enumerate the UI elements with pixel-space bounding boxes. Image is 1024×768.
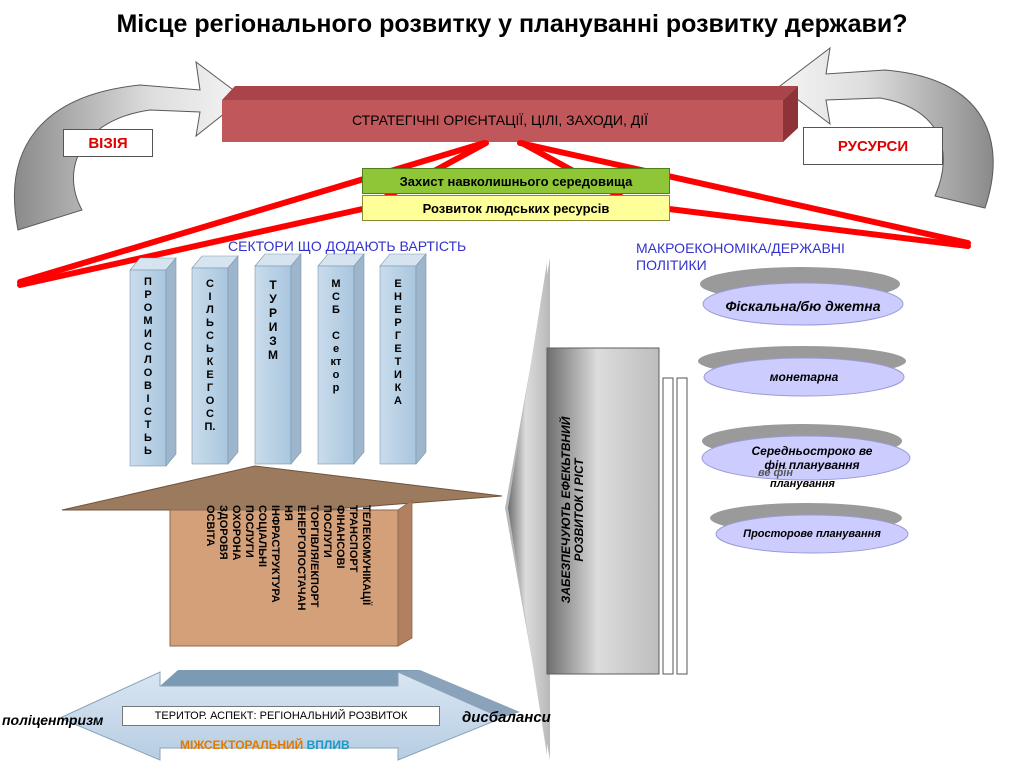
- column-agriculture-label: С І Л Ь С Ь К Е Г О С П.: [204, 278, 216, 433]
- environment-protection-box: Захист навколишнього середовища: [362, 168, 670, 194]
- infra-item: ОХОРОНА: [230, 505, 242, 561]
- fiscal-policy-label: Фіскальна/бю джетна: [725, 297, 881, 314]
- column-energy-label: Е Н Е Р Г Е Т И К А: [394, 278, 402, 407]
- infrastructure-list: ТЕЛЕКОМУНІКАЦІЇ ТРАНСПОРТ ФІНАНСОВІ ПОСЛ…: [172, 505, 372, 635]
- strategic-orientations-label: СТРАТЕГІЧНІ ОРІЄНТАЦІЇ, ЦІЛІ, ЗАХОДИ, ДІ…: [352, 112, 648, 128]
- infra-item: ПОСЛУГИ: [321, 505, 333, 558]
- infra-item: ФІНАНСОВІ: [334, 505, 346, 569]
- column-energy: [379, 253, 427, 465]
- infra-item: НЯ: [282, 505, 294, 521]
- infrastructure-house: [61, 465, 503, 647]
- imbalances-label: дисбаланси: [462, 709, 551, 726]
- big-left-arrow: [505, 258, 660, 760]
- page-title: Місце регіонального розвитку у плануванн…: [116, 10, 908, 38]
- infra-item: ЕНЕРГОПОСТАЧАН: [295, 505, 307, 611]
- medium-term-ghost-text: ве фін: [758, 467, 793, 479]
- polycentrism-label: поліцентризм: [2, 712, 104, 728]
- column-industry-label: П Р О М И С Л О В І С Т Ь Ь: [143, 276, 153, 457]
- left-curved-arrow: [14, 60, 245, 231]
- infra-item: СОЦІАЛЬНІ: [256, 505, 268, 568]
- policy-ellipses: [698, 267, 911, 554]
- infra-item: ТОРГІВЛЯ/ЕКПОРТ: [308, 505, 320, 608]
- column-industry: [129, 257, 177, 467]
- territorial-aspect-label: ТЕРИТОР. АСПЕКТ: РЕГІОНАЛЬНИЙ РОЗВИТОК: [122, 706, 440, 726]
- infra-item: ІНФРАСТРУКТУРА: [269, 505, 281, 603]
- sectors-title: СЕКТОРИ ЩО ДОДАЮТЬ ВАРТІСТЬ: [228, 238, 467, 254]
- infra-item: ОСВІТА: [204, 505, 216, 547]
- infra-item: ЗДОРОВЯ: [217, 505, 229, 560]
- thin-bar-1: [662, 377, 674, 675]
- sector-columns: [129, 253, 427, 467]
- column-sme: [317, 253, 365, 465]
- column-agriculture: [191, 255, 239, 465]
- medium-term-sub-label: планування: [770, 478, 835, 490]
- intersectoral-impact-label: МІЖСЕКТОРАЛЬНИЙ ВПЛИВ: [180, 738, 350, 752]
- intersectoral-word: МІЖСЕКТОРАЛЬНИЙ: [180, 738, 304, 752]
- big-arrow-text: ЗАБЕЗПЕЧУЮТЬ ЕФЕКЬТВНИЙ РОЗВИТОК І РІСТ: [559, 416, 586, 604]
- column-tourism: [254, 253, 302, 465]
- medium-term-planning-label: Середньостроко ве фін планування: [751, 444, 873, 472]
- strategic-box: [222, 86, 798, 142]
- resources-label: РУСУРСИ: [803, 127, 943, 165]
- monetary-policy-label: монетарна: [769, 370, 839, 384]
- spatial-planning-label: Просторове планування: [743, 528, 881, 540]
- column-tourism-label: Т У Р И З М: [268, 278, 278, 362]
- impact-word: ВПЛИВ: [306, 738, 350, 752]
- thin-bar-2: [676, 377, 688, 675]
- infra-item: ТРАНСПОРТ: [347, 505, 359, 573]
- human-resources-box: Розвиток людських ресурсів: [362, 195, 670, 221]
- infra-item: ПОСЛУГИ: [243, 505, 255, 558]
- vision-label: ВІЗІЯ: [63, 129, 153, 157]
- column-sme-label: М С Б С е кт о р: [330, 278, 342, 394]
- macro-title: МАКРОЕКОНОМІКА/ДЕРЖАВНІ ПОЛІТИКИ: [636, 240, 845, 273]
- infra-item: ТЕЛЕКОМУНІКАЦІЇ: [360, 505, 372, 606]
